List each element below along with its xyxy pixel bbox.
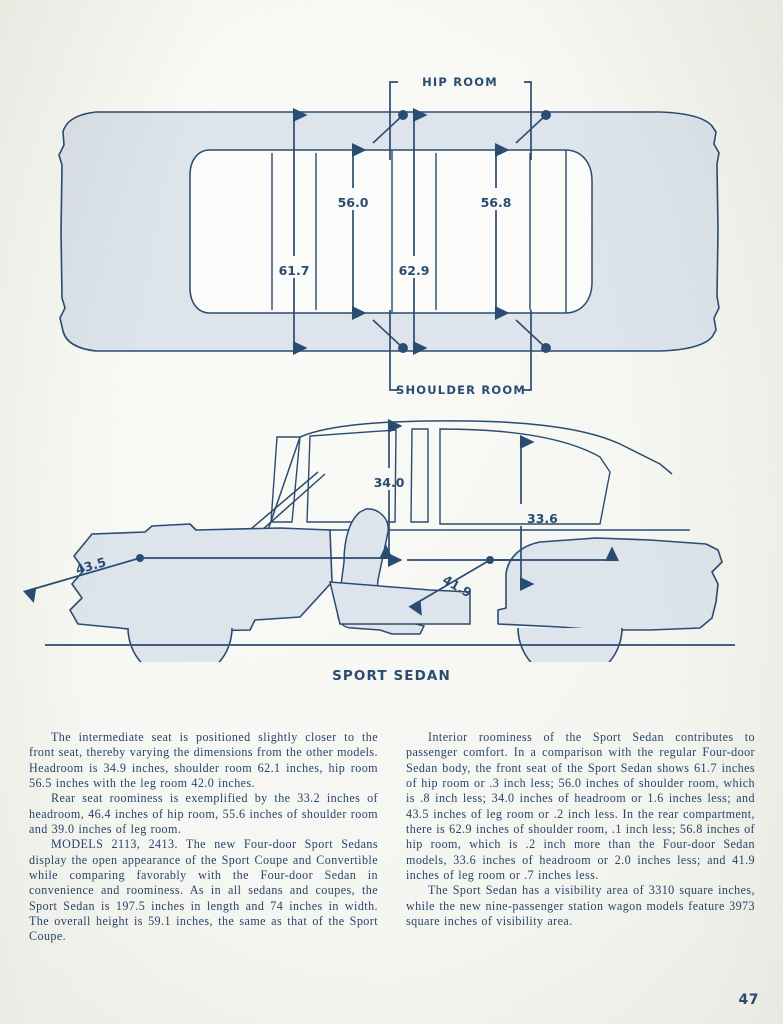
- text-column-left: The intermediate seat is positioned slig…: [29, 730, 378, 945]
- dim-rear-hip: 62.9: [399, 108, 430, 355]
- body-section-front: [69, 523, 333, 633]
- dim-front-shoulder: 56.0: [338, 143, 369, 320]
- paragraph: Interior roominess of the Sport Sedan co…: [406, 730, 755, 883]
- side-view-diagram: 34.0 33.6 43.5 41.9: [0, 412, 783, 662]
- paragraph: The intermediate seat is positioned slig…: [29, 730, 378, 791]
- body-section-rear: [497, 537, 723, 631]
- dim-rear-shoulder: 56.8: [481, 143, 512, 320]
- dim-label-rear-shoulder: 56.8: [481, 195, 512, 210]
- greenhouse-outline-side: [267, 420, 690, 531]
- hip-room-label: HIP ROOM: [422, 75, 498, 89]
- leader-lines-plan-lower: [372, 319, 551, 353]
- figure-caption: SPORT SEDAN: [332, 668, 451, 684]
- dim-rear-headroom: 33.6: [519, 435, 558, 591]
- dim-label-front-shoulder: 56.0: [338, 195, 369, 210]
- cabin-seat-lines: [271, 150, 567, 313]
- plan-view-diagram: HIP ROOM SHOULDER ROOM 56.0 56.8: [0, 60, 783, 420]
- shoulder-room-label: SHOULDER ROOM: [396, 383, 526, 397]
- text-column-right: Interior roominess of the Sport Sedan co…: [406, 730, 755, 945]
- dim-label-rear-headroom: 33.6: [527, 511, 558, 526]
- paragraph: Rear seat roominess is exemplified by th…: [29, 791, 378, 837]
- window-panes-side: [270, 428, 611, 525]
- hip-room-callout: HIP ROOM: [389, 75, 532, 160]
- paragraph: MODELS 2113, 2413. The new Four-door Spo…: [29, 837, 378, 944]
- dim-label-rear-hip: 62.9: [399, 263, 430, 278]
- dim-front-hip: 61.7: [279, 108, 310, 355]
- dim-label-front-hip: 61.7: [279, 263, 310, 278]
- body-text-columns: The intermediate seat is positioned slig…: [29, 730, 755, 945]
- page-number: 47: [738, 992, 759, 1008]
- cabin-outline-plan: [189, 149, 593, 314]
- paragraph: The Sport Sedan has a visibility area of…: [406, 883, 755, 929]
- leader-lines-plan-upper: [372, 110, 551, 144]
- dim-label-front-headroom: 34.0: [374, 475, 405, 490]
